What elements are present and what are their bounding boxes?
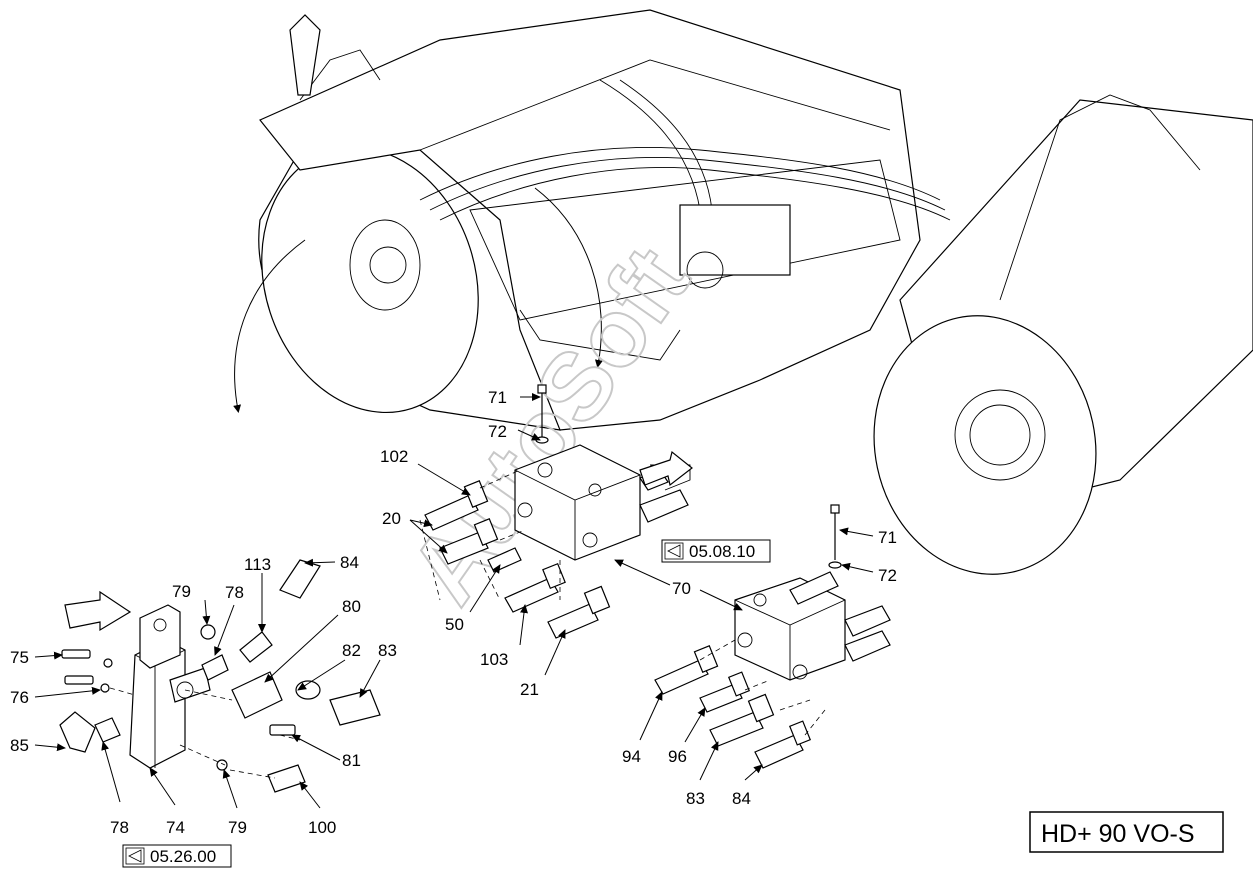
callout-71-top: 71 <box>488 388 507 407</box>
callout-71-right: 71 <box>878 528 897 547</box>
callout-labels: 71 72 102 20 50 103 21 70 71 72 94 96 83… <box>10 388 897 837</box>
hose-2 <box>429 157 946 211</box>
reference-05-26-00-text: 05.26.00 <box>150 847 216 866</box>
callout-21: 21 <box>520 680 539 699</box>
assembly-lines-left <box>109 687 301 779</box>
callout-78-top: 78 <box>225 583 244 602</box>
rear-drum-face <box>873 315 1097 575</box>
model-label-box: HD+ 90 VO-S <box>1029 811 1224 853</box>
chassis-floor <box>469 159 901 321</box>
valve-block-right <box>734 571 891 681</box>
bolt-71-a-head <box>537 384 547 394</box>
callout-80: 80 <box>342 597 361 616</box>
callout-96: 96 <box>668 747 687 766</box>
machine-frame <box>233 9 1253 575</box>
reference-box-05-26-00[interactable]: 05.26.00 <box>122 844 232 868</box>
callout-74: 74 <box>166 818 185 837</box>
rear-drum-motor <box>969 404 1031 466</box>
frame-rail <box>419 59 891 151</box>
callout-72-right: 72 <box>878 566 897 585</box>
front-drum-hub <box>349 219 421 311</box>
fittings-left-side <box>59 559 381 793</box>
callout-85: 85 <box>10 736 29 755</box>
operator-lever-base <box>299 49 381 101</box>
callout-20: 20 <box>382 509 401 528</box>
callout-75: 75 <box>10 648 29 667</box>
operator-lever <box>289 14 321 96</box>
flow-arrow-center <box>639 450 693 487</box>
washer-72-a <box>535 436 549 444</box>
callout-78-bottom: 78 <box>110 818 129 837</box>
callout-83-left: 83 <box>378 641 397 660</box>
curved-arrow-front <box>233 239 306 413</box>
reference-05-08-10-text: 05.08.10 <box>689 542 755 561</box>
rear-drum-ring <box>954 389 1046 481</box>
callout-81: 81 <box>342 751 361 770</box>
reference-box-05-08-10[interactable]: 05.08.10 <box>661 539 771 563</box>
reference-arrow-icon <box>128 849 142 863</box>
model-label: HD+ 90 VO-S <box>1041 820 1195 848</box>
hose-1 <box>419 147 941 201</box>
flow-arrow-left <box>64 590 132 632</box>
bolt-71-b-head <box>830 504 840 514</box>
callout-50: 50 <box>445 615 464 634</box>
rear-frame <box>999 94 1201 301</box>
callout-100: 100 <box>308 818 336 837</box>
hose-5 <box>619 79 713 211</box>
callout-72-top: 72 <box>488 422 507 441</box>
callout-83-right: 83 <box>686 789 705 808</box>
fittings-bottom-right <box>654 645 812 769</box>
callout-70: 70 <box>672 579 691 598</box>
leader-lines <box>34 393 874 809</box>
callout-84-right: 84 <box>732 789 751 808</box>
pump-block <box>679 204 791 276</box>
hose-3 <box>439 167 951 221</box>
callout-76: 76 <box>10 688 29 707</box>
callout-84-left: 84 <box>340 553 359 572</box>
front-drum-motor <box>369 246 407 284</box>
callout-94: 94 <box>622 747 641 766</box>
washer-72-b <box>828 561 842 569</box>
callout-82: 82 <box>342 641 361 660</box>
callout-79-top: 79 <box>172 582 191 601</box>
callout-79-bottom: 79 <box>228 818 247 837</box>
valve-block-70 <box>514 444 691 561</box>
chassis <box>259 9 921 431</box>
hose-4 <box>599 79 701 211</box>
reference-arrow-icon <box>667 544 681 558</box>
curved-arrow-middle <box>534 187 603 368</box>
callout-102: 102 <box>380 447 408 466</box>
assembly-lines-right <box>699 639 826 736</box>
callout-113: 113 <box>244 555 271 574</box>
pump-flange <box>686 251 724 289</box>
callout-103: 103 <box>480 650 508 669</box>
fittings-bottom-center <box>504 562 611 639</box>
valve-block-74 <box>129 604 211 769</box>
